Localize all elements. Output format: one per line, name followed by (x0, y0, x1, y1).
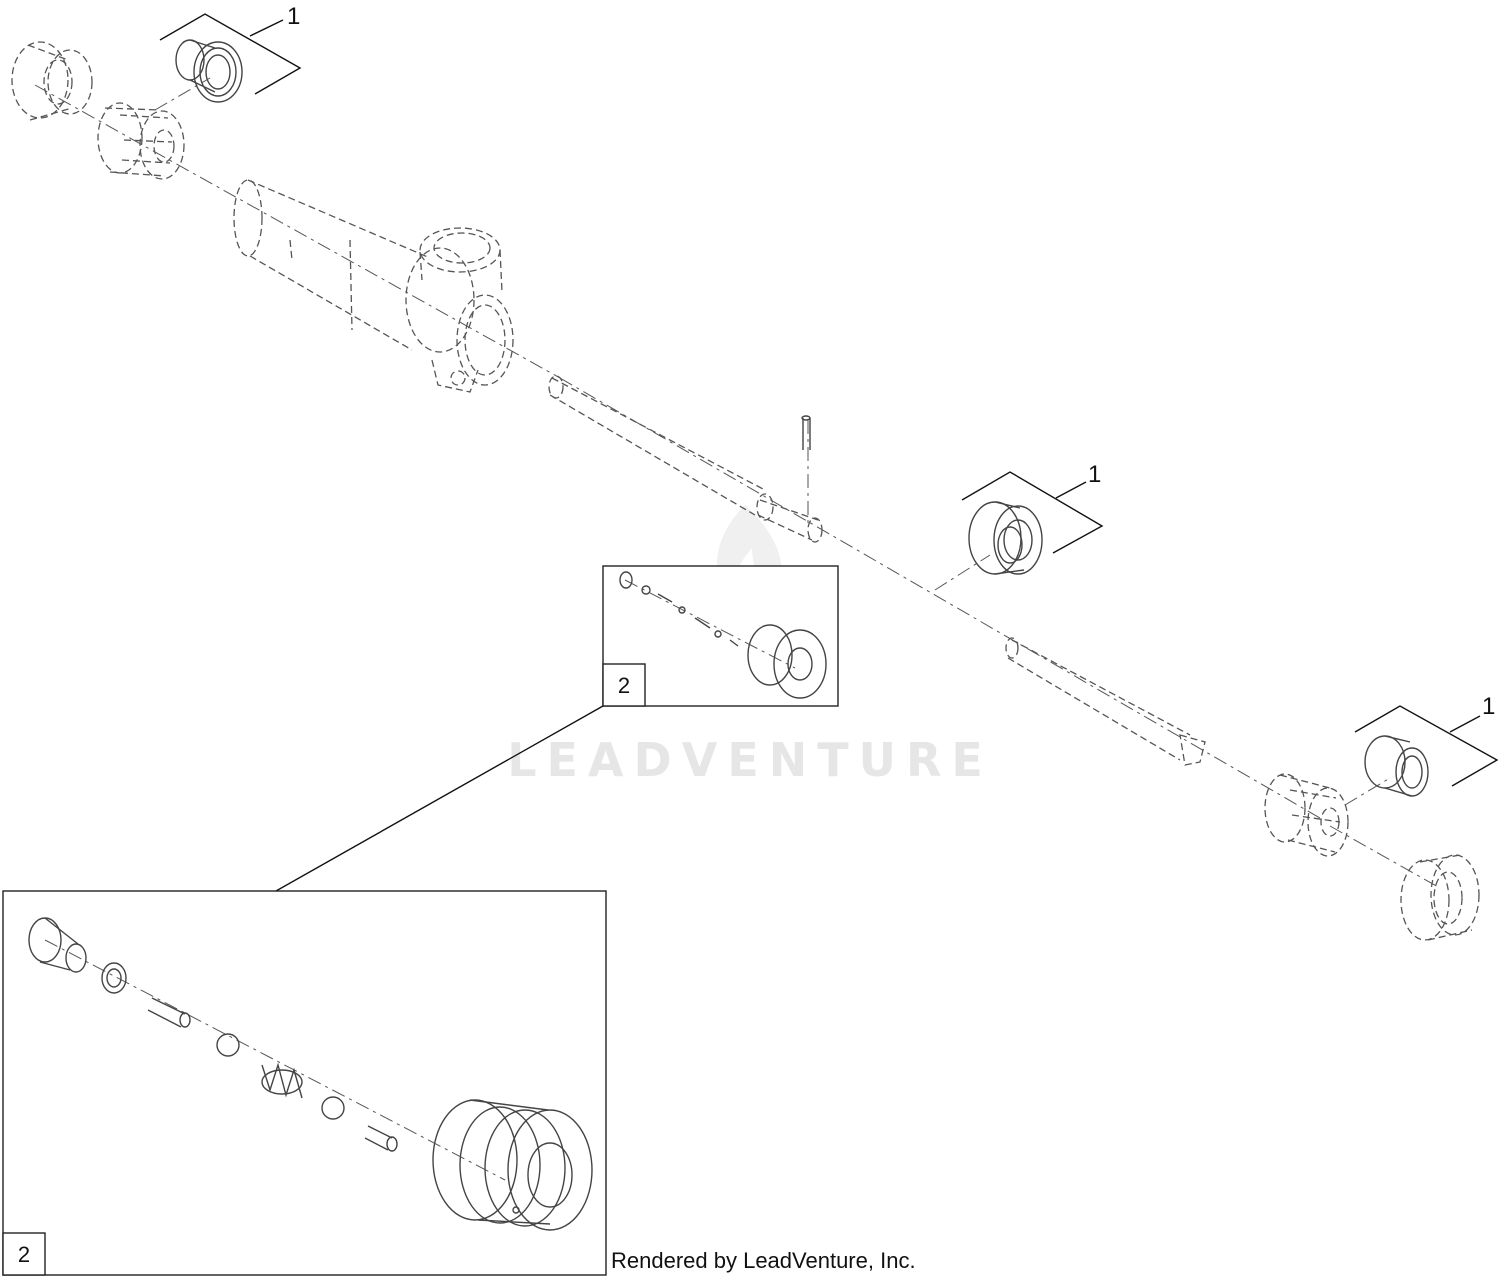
callout-bracket-top: 1 (159, 3, 302, 95)
render-credit: Rendered by LeadVenture, Inc. (611, 1248, 916, 1273)
gland-nut-left (97, 102, 185, 180)
spring-icon (261, 1062, 303, 1099)
callout-1-right: 1 (1482, 693, 1495, 720)
rod-extension (1005, 637, 1206, 766)
seal-kit-top (175, 39, 243, 103)
end-cap-right (1400, 854, 1480, 941)
assembly-axis (34, 77, 1441, 889)
detail-box-large: 2 (2, 890, 607, 1276)
piston-rod (548, 375, 823, 543)
end-cap-left (11, 41, 93, 121)
callout-1-middle: 1 (1088, 461, 1101, 488)
seal-kit-right (1364, 735, 1429, 797)
detail-small-label: 2 (618, 673, 630, 698)
callout-bracket-right: 1 (1354, 693, 1499, 787)
callout-bracket-middle: 1 (961, 461, 1104, 554)
cylinder-barrel (233, 179, 514, 393)
detail-box-small: 2 (602, 565, 839, 707)
seal-kit-middle (968, 501, 1043, 575)
detail-leader-line (275, 705, 604, 892)
watermark-text: LEADVENTURE (507, 733, 993, 787)
gland-nut-right (1264, 773, 1349, 857)
detail-large-label: 2 (18, 1242, 30, 1267)
callout-1-top: 1 (287, 3, 300, 30)
